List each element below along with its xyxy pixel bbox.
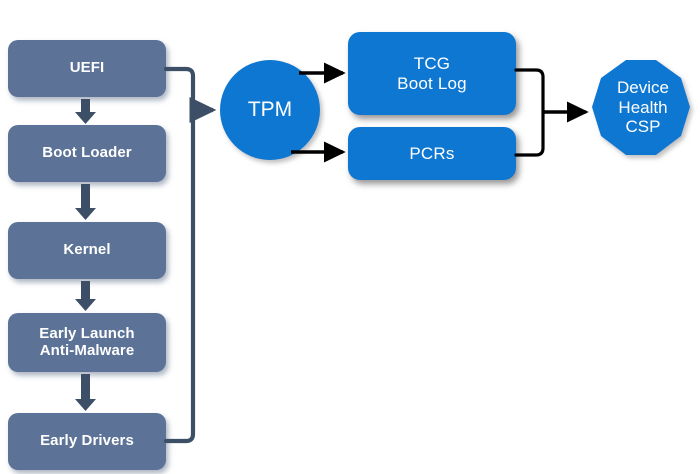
stage-box-early-drivers[interactable] bbox=[8, 413, 166, 470]
tpm-circle[interactable] bbox=[220, 60, 320, 160]
connector-boot-chain-bracket-to-tpm bbox=[163, 66, 217, 444]
stage-flow-arrows bbox=[75, 99, 96, 411]
connector-kernel-to-elam bbox=[75, 281, 96, 311]
endpoint-shape-device-health-csp[interactable] bbox=[592, 60, 690, 155]
connector-artifacts-bracket-to-csp bbox=[514, 68, 589, 157]
artifact-box-tcg-boot-log[interactable] bbox=[348, 32, 516, 115]
stage-box-uefi[interactable] bbox=[8, 40, 166, 97]
artifact-box-pcrs[interactable] bbox=[348, 127, 516, 180]
stage-box-early-launch-anti-malware[interactable] bbox=[8, 313, 166, 372]
stage-box-boot-loader[interactable] bbox=[8, 125, 166, 182]
connector-boot-loader-to-kernel bbox=[75, 184, 96, 220]
connector-elam-to-early-drivers bbox=[75, 374, 96, 411]
connector-uefi-to-boot-loader bbox=[75, 99, 96, 124]
stage-box-kernel[interactable] bbox=[8, 222, 166, 279]
